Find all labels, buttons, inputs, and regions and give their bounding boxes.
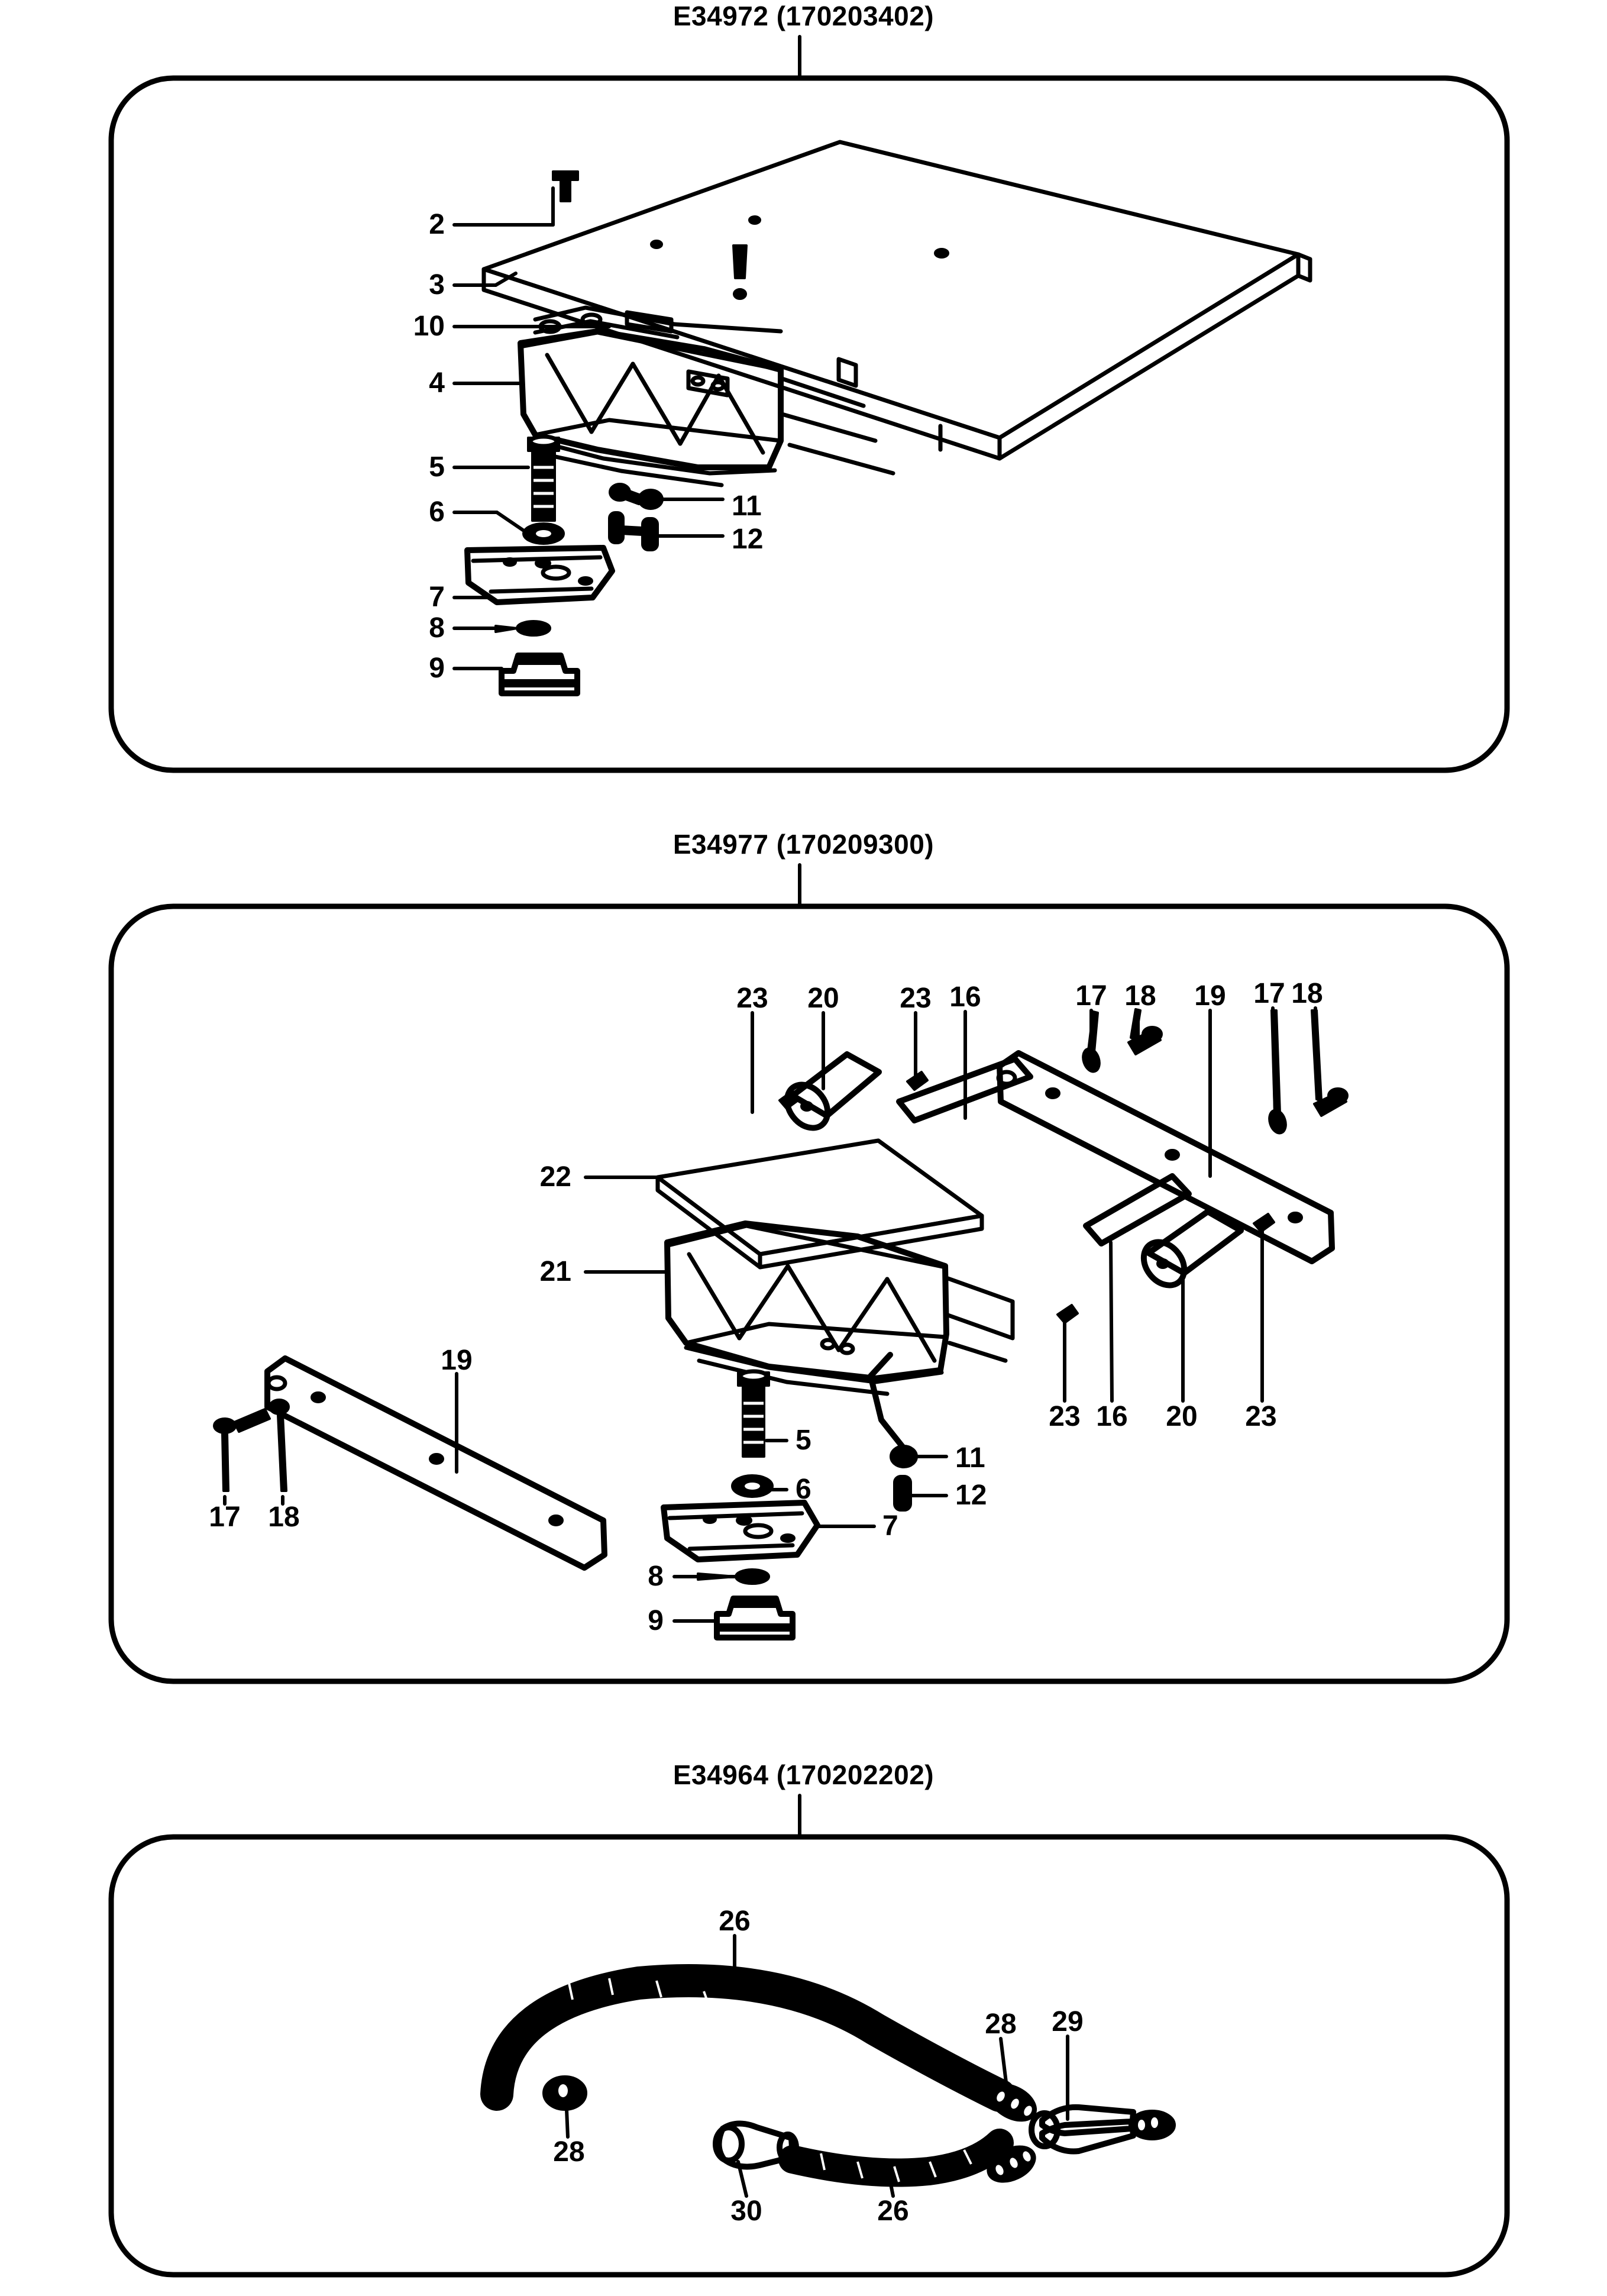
roller-part-20-lower — [1140, 1209, 1244, 1289]
callout-number-20: 20 — [1166, 1401, 1198, 1432]
pin-part-17-c — [213, 1408, 271, 1492]
truss-frame-part-21 — [664, 1220, 1015, 1396]
callout-number-17: 17 — [209, 1501, 241, 1533]
retaining-pin-part-23-a — [778, 1090, 801, 1110]
flat-washer-part-6 — [522, 522, 565, 545]
panel-3-artwork — [480, 1934, 1176, 2198]
callout-number-23: 23 — [1245, 1401, 1277, 1432]
callout-number-16: 16 — [1096, 1401, 1128, 1432]
callout-number-5: 5 — [796, 1425, 811, 1456]
callout-number-8: 8 — [429, 612, 445, 644]
retaining-pin-part-23-b — [906, 1071, 929, 1091]
panel-1-title: E34972 (170203402) — [672, 1, 935, 31]
hose-fitting-part-30 — [713, 2120, 799, 2170]
panel-3-title: E34964 (170202202) — [672, 1759, 935, 1790]
spacer-part-12-p2 — [893, 1475, 912, 1512]
lock-nut-part-11 — [609, 483, 664, 510]
clamp-nut-part-9 — [499, 653, 580, 696]
callout-number-28: 28 — [985, 2008, 1017, 2040]
panel-3-border — [108, 1834, 1510, 2278]
callout-number-6: 6 — [429, 496, 445, 528]
callout-number-11: 11 — [732, 490, 762, 522]
clip-part-18-c — [269, 1399, 290, 1492]
callout-number-21: 21 — [539, 1256, 571, 1287]
callout-number-7: 7 — [882, 1510, 898, 1542]
callout-number-12: 12 — [955, 1480, 987, 1511]
callout-number-12: 12 — [732, 524, 764, 555]
hose-part-26-lower — [778, 2129, 1014, 2187]
support-rod-part-16-upper — [896, 1056, 1033, 1123]
roll-pin-part-8 — [494, 620, 551, 637]
callout-number-26: 26 — [877, 2195, 909, 2227]
callout-number-23: 23 — [1049, 1401, 1081, 1432]
callout-number-29: 29 — [1052, 2006, 1084, 2037]
panel-3-leaders — [565, 1934, 1069, 2198]
callout-number-11: 11 — [955, 1442, 985, 1474]
callout-number-23: 23 — [900, 983, 932, 1014]
table-top-part — [481, 140, 1312, 461]
leg-rail-part-19-right — [996, 1050, 1335, 1264]
callout-number-9: 9 — [648, 1605, 664, 1636]
leg-rail-part-19-left — [264, 1355, 607, 1571]
callout-number-9: 9 — [429, 653, 445, 684]
callout-number-30: 30 — [730, 2195, 762, 2227]
panel-1-artwork — [452, 140, 1312, 696]
callout-number-17: 17 — [1253, 978, 1285, 1009]
callout-number-7: 7 — [429, 582, 445, 613]
roll-pin-part-8-p2 — [697, 1568, 770, 1585]
support-rod-part-16-lower — [1083, 1173, 1192, 1247]
callout-number-28: 28 — [553, 2136, 585, 2168]
hex-bolt-part-5 — [527, 434, 560, 522]
foot-plate-part-7-p2 — [661, 1500, 820, 1562]
retaining-pin-part-23-d — [1253, 1213, 1275, 1233]
panel-2-artwork — [213, 1006, 1349, 1641]
callout-number-18: 18 — [1124, 980, 1156, 1012]
hose-clamp-part-28-lower — [987, 2145, 1036, 2183]
callout-number-5: 5 — [429, 451, 445, 483]
retaining-pin-part-23-c — [1056, 1304, 1079, 1324]
hose-part-26-upper — [480, 1964, 1016, 2112]
callout-number-19: 19 — [441, 1345, 473, 1376]
carriage-bolt-drop — [732, 244, 748, 300]
callout-number-6: 6 — [796, 1474, 811, 1505]
callout-number-17: 17 — [1075, 980, 1107, 1012]
callout-number-26: 26 — [719, 1906, 751, 1937]
hose-clamp-part-28-right — [988, 2083, 1037, 2122]
pin-part-17-b — [1268, 1009, 1287, 1135]
pin-part-17-a — [1082, 1010, 1101, 1073]
spacer-part-12 — [608, 511, 659, 551]
clip-part-18-b — [1311, 1009, 1349, 1117]
callout-number-8: 8 — [648, 1561, 664, 1592]
panel-2-title: E34977 (170209300) — [672, 829, 935, 860]
panel-1-border — [108, 75, 1510, 773]
carriage-bolt-part-2 — [552, 170, 579, 202]
callout-number-22: 22 — [539, 1161, 571, 1193]
clamp-nut-part-9-p2 — [714, 1596, 796, 1641]
roller-part-20-upper — [784, 1051, 882, 1131]
y-connector-part-29 — [1029, 2104, 1176, 2155]
callout-number-4: 4 — [429, 367, 445, 399]
panel-1-leaders — [452, 186, 725, 670]
plate-part-22 — [655, 1138, 984, 1270]
lock-nut-part-11-p2 — [890, 1445, 918, 1468]
truss-frame-part-4 — [518, 328, 895, 487]
panel-2-leaders — [223, 1006, 1321, 1623]
callout-number-3: 3 — [429, 269, 445, 301]
hose-clamp-part-28-left — [542, 2075, 587, 2111]
hex-bolt-part-5-p2 — [737, 1369, 770, 1458]
hinge-bracket-part-10 — [533, 305, 783, 340]
flat-washer-part-6-p2 — [731, 1474, 774, 1498]
callout-number-10: 10 — [413, 311, 445, 342]
callout-number-23: 23 — [736, 983, 768, 1014]
clip-part-18-a — [1127, 1008, 1163, 1055]
callout-number-19: 19 — [1194, 980, 1226, 1012]
callout-number-18: 18 — [1291, 978, 1323, 1009]
callout-number-16: 16 — [949, 981, 981, 1013]
callout-number-18: 18 — [268, 1501, 300, 1533]
foot-plate-part-7 — [464, 545, 615, 605]
callout-number-2: 2 — [429, 209, 445, 240]
callout-number-20: 20 — [807, 983, 839, 1014]
panel-2-border — [108, 903, 1510, 1684]
